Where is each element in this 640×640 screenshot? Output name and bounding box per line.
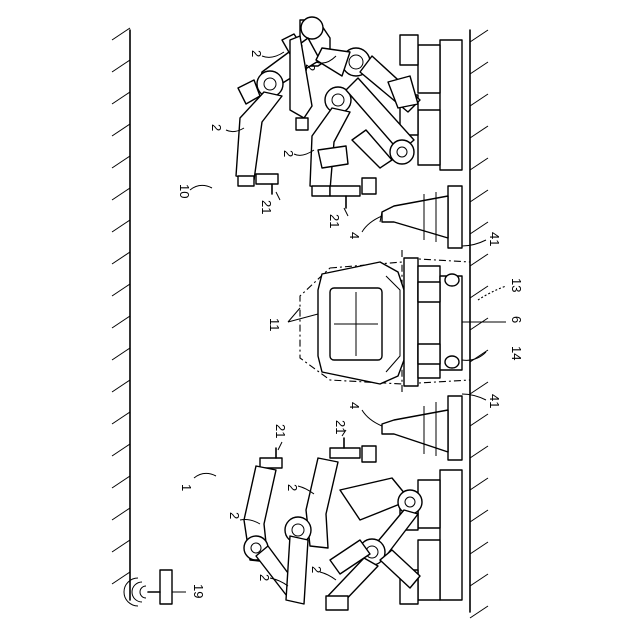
label-tool-bottom-b: 21 bbox=[333, 420, 348, 434]
label-vehicle: 11 bbox=[267, 318, 282, 332]
stand-top bbox=[380, 186, 462, 248]
label-robot-top-4: 2 bbox=[281, 150, 296, 157]
floor bbox=[470, 30, 488, 618]
label-jig-base: 6 bbox=[509, 316, 524, 323]
label-robot-top-1: 2 bbox=[249, 50, 264, 57]
robot-group-top bbox=[236, 17, 462, 208]
wireless-signal-icon bbox=[124, 578, 146, 606]
label-stand-bottom: 4 bbox=[347, 402, 362, 409]
label-conveyor: 13 bbox=[509, 278, 524, 292]
label-robot-top-2: 2 bbox=[303, 64, 318, 71]
label-platform: 14 bbox=[509, 346, 524, 360]
label-robot-bottom-1: 2 bbox=[227, 512, 242, 519]
label-robot-bottom-3: 2 bbox=[257, 574, 272, 581]
label-system-bottom: 1 bbox=[179, 484, 194, 491]
label-wireless-device: 19 bbox=[191, 584, 206, 598]
left-wall bbox=[112, 28, 130, 600]
label-tool-top-a: 21 bbox=[259, 200, 274, 214]
label-beam-bottom: 41 bbox=[487, 394, 502, 408]
label-tool-bottom-a: 21 bbox=[273, 424, 288, 438]
label-robot-bottom-4: 2 bbox=[309, 566, 324, 573]
label-beam-top: 41 bbox=[487, 232, 502, 246]
label-robot-bottom-2: 2 bbox=[285, 484, 300, 491]
label-system-top: 10 bbox=[177, 184, 192, 198]
wireless-device bbox=[124, 570, 172, 606]
label-robot-top-3: 2 bbox=[209, 124, 224, 131]
jig-and-conveyor bbox=[404, 258, 462, 386]
robot-group-bottom bbox=[244, 438, 462, 610]
stand-bottom bbox=[382, 396, 462, 460]
label-tool-top-b: 21 bbox=[327, 214, 342, 228]
label-stand-top: 4 bbox=[347, 232, 362, 239]
vehicle-body bbox=[300, 262, 404, 384]
